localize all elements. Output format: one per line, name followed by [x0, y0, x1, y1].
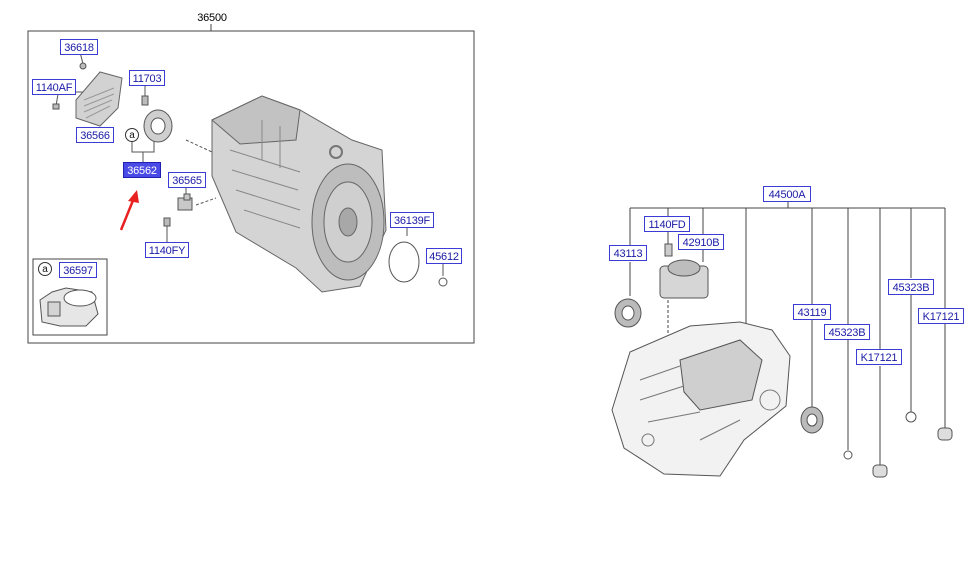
plug-K17121-b-drawing	[937, 427, 953, 441]
part-label-1140FY[interactable]: 1140FY	[145, 242, 189, 258]
oring-36139F-drawing	[388, 241, 420, 283]
seal-43119-drawing	[800, 406, 824, 434]
part-label-43113[interactable]: 43113	[609, 245, 647, 261]
part-label-1140FD[interactable]: 1140FD	[644, 216, 690, 232]
part-label-K17121-b[interactable]: K17121	[918, 308, 964, 324]
plug-K17121-a-drawing	[872, 464, 888, 478]
bolt-36618-drawing	[79, 62, 87, 70]
actuator-42910B-drawing	[659, 259, 709, 299]
sensor-36565-drawing	[177, 193, 193, 211]
motor-housing-drawing	[211, 95, 387, 293]
seal-43113-drawing	[614, 298, 642, 328]
part-label-36139F[interactable]: 36139F	[390, 212, 434, 228]
highlight-arrow	[119, 190, 139, 231]
transmission-case-drawing	[611, 321, 791, 477]
cover-36566-drawing	[75, 71, 123, 127]
left-frame	[27, 30, 475, 344]
part-label-45323B-b[interactable]: 45323B	[888, 279, 934, 295]
oring-45612-drawing	[438, 277, 448, 287]
part-label-36618[interactable]: 36618	[60, 39, 98, 55]
callout-a-marker: a	[125, 128, 139, 142]
oring-45323B-b-drawing	[905, 411, 917, 423]
bolt-1140FY-drawing	[163, 217, 171, 227]
bolt-11703-drawing	[141, 95, 149, 106]
bolt-1140FD-drawing	[664, 243, 673, 257]
oring-45323B-a-drawing	[843, 450, 853, 460]
part-label-11703[interactable]: 11703	[129, 70, 165, 86]
part-label-36562-highlighted[interactable]: 36562	[123, 162, 161, 178]
part-label-36565[interactable]: 36565	[168, 172, 206, 188]
right-leaders	[629, 200, 946, 466]
part-label-1140AF[interactable]: 1140AF	[32, 79, 76, 95]
part-label-45612[interactable]: 45612	[426, 248, 462, 264]
assembly-label-36500: 36500	[197, 12, 227, 24]
part-label-36566[interactable]: 36566	[76, 127, 114, 143]
inset-frame	[32, 258, 108, 336]
inset-36597-drawing	[39, 287, 99, 327]
seal-36562-drawing	[143, 109, 173, 143]
part-label-42910B[interactable]: 42910B	[678, 234, 724, 250]
part-label-45323B-a[interactable]: 45323B	[824, 324, 870, 340]
bolt-1140AF-drawing	[52, 103, 60, 110]
part-label-43119[interactable]: 43119	[793, 304, 831, 320]
part-label-36597[interactable]: 36597	[59, 262, 97, 278]
assembly-label-44500A[interactable]: 44500A	[763, 186, 811, 202]
part-label-K17121-a[interactable]: K17121	[856, 349, 902, 365]
inset-callout-a: a	[38, 262, 52, 276]
